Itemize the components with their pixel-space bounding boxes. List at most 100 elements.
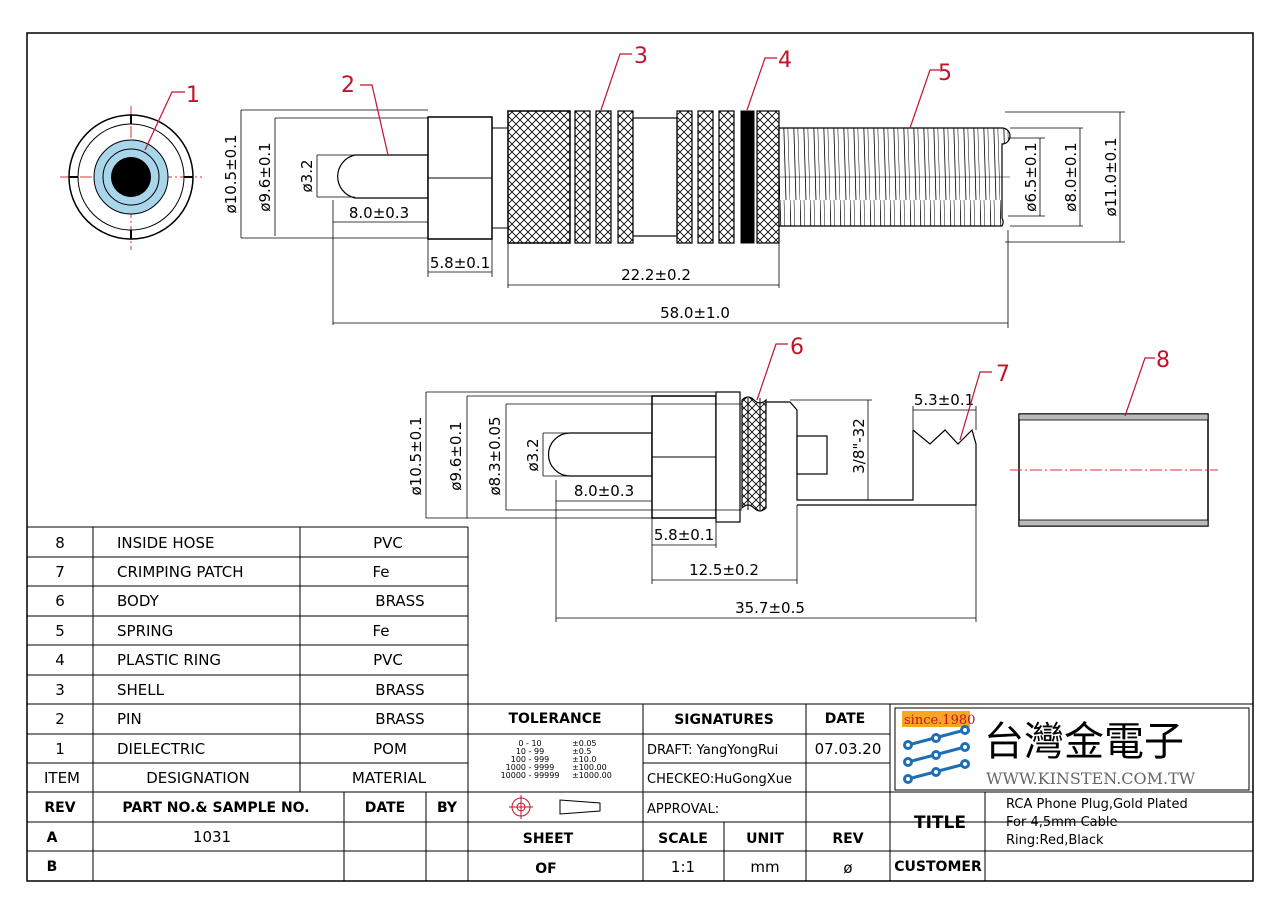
title-line-2: For 4,5mm Cable xyxy=(1006,815,1117,830)
bom-material: BRASS xyxy=(375,592,424,610)
customer-label: CUSTOMER xyxy=(894,859,982,875)
logo-mark xyxy=(903,725,970,784)
dim-thread: 3/8"-32 xyxy=(850,418,868,474)
shell-knurl-main xyxy=(507,110,571,244)
bom-header-material: MATERIAL xyxy=(352,769,427,787)
bom-designation: SPRING xyxy=(117,622,173,640)
dim-d110: ø11.0±0.1 xyxy=(1102,138,1120,217)
logo-chinese: 台灣金電子 xyxy=(984,719,1184,765)
bottom-view: ø10.5±0.1 ø9.6±0.1 ø8.3±0.05 ø3.2 8.0±0.… xyxy=(407,335,1218,622)
dim-d105-top: ø10.5±0.1 xyxy=(222,135,240,214)
tolerance-value: ±0.5 xyxy=(572,747,591,756)
scale-label: SCALE xyxy=(658,831,708,847)
title-line-3: Ring:Red,Black xyxy=(1006,833,1104,848)
bom-header-designation: DESIGNATION xyxy=(146,769,250,787)
dim-len580: 58.0±1.0 xyxy=(660,304,730,322)
bom-designation: PLASTIC RING xyxy=(117,651,221,669)
dim-d65: ø6.5±0.1 xyxy=(1022,142,1040,211)
bom-designation: INSIDE HOSE xyxy=(117,534,214,552)
rev-label: REV xyxy=(832,831,863,847)
bom-item: 1 xyxy=(55,740,65,758)
signatures-title: SIGNATURES xyxy=(674,712,774,728)
dim-len8-bottom: 8.0±0.3 xyxy=(574,482,634,500)
sheet-border xyxy=(26,32,1254,882)
bom-material: PVC xyxy=(373,651,403,669)
tolerance-table: 0 - 10 10 - 99 100 - 999 1000 - 9999 100… xyxy=(501,739,612,780)
dim-crimp: 5.3±0.1 xyxy=(914,391,974,409)
callout-2: 2 xyxy=(341,73,355,98)
sheet-label: SHEET xyxy=(523,831,574,847)
draft-date: 07.03.20 xyxy=(815,740,882,758)
unit-label: UNIT xyxy=(746,831,784,847)
dim-len58-bottom: 5.8±0.1 xyxy=(654,526,714,544)
bom-item: 4 xyxy=(55,651,65,669)
bom-item: 3 xyxy=(55,681,65,699)
rev-header-rev: REV xyxy=(44,800,75,816)
checked-signature: CHECKEO:HuGongXue xyxy=(647,772,792,787)
unit-value: mm xyxy=(750,858,779,876)
dim-d32-top: ø3.2 xyxy=(298,159,316,192)
bom-material: Fe xyxy=(372,563,389,581)
bom-material: BRASS xyxy=(375,681,424,699)
dim-d32-bottom: ø3.2 xyxy=(524,438,542,471)
tolerance-range: 100 - 999 xyxy=(511,755,550,764)
dim-d83: ø8.3±0.05 xyxy=(486,417,504,496)
dim-len357: 35.7±0.5 xyxy=(735,599,805,617)
dim-len222: 22.2±0.2 xyxy=(621,266,691,284)
date-title: DATE xyxy=(825,711,865,727)
pin xyxy=(337,154,429,199)
callout-5: 5 xyxy=(938,61,952,86)
rev-row-rev: B xyxy=(47,859,58,875)
thread xyxy=(741,396,767,512)
rev-row-part: 1031 xyxy=(193,828,231,846)
bom-material: PVC xyxy=(373,534,403,552)
tolerance-value: ±0.05 xyxy=(572,739,597,748)
bom-designation: DIELECTRIC xyxy=(117,740,205,758)
dim-len125: 12.5±0.2 xyxy=(689,561,759,579)
company-logo: since.1980 台灣金電子 WWW.KINSTEN.COM.TW xyxy=(894,707,1250,791)
bom-designation: SHELL xyxy=(117,681,165,699)
logo-since: since.1980 xyxy=(904,713,975,728)
tolerance-range: 10 - 99 xyxy=(516,747,544,756)
tolerance-value: ±100.00 xyxy=(572,763,607,772)
bom-material: POM xyxy=(373,740,407,758)
dim-d96-bottom: ø9.6±0.1 xyxy=(447,421,465,490)
title-block: TOLERANCE 0 - 10 10 - 99 100 - 999 1000 … xyxy=(468,703,1253,881)
approval-signature: APPROVAL: xyxy=(647,802,719,817)
top-view: ø10.5±0.1 ø9.6±0.1 ø3.2 8.0±0.3 5.8±0.1 … xyxy=(60,44,1125,328)
bom-designation: BODY xyxy=(117,592,160,610)
logo-website: WWW.KINSTEN.COM.TW xyxy=(986,769,1196,788)
title-label: TITLE xyxy=(914,813,966,833)
bom-designation: PIN xyxy=(117,710,142,728)
bom-item: 2 xyxy=(55,710,65,728)
rev-header-by: BY xyxy=(437,800,458,816)
bom-table: 8 INSIDE HOSE PVC 7 CRIMPING PATCH Fe 6 … xyxy=(27,526,1253,881)
callout-1: 1 xyxy=(186,83,200,108)
bom-item: 5 xyxy=(55,622,65,640)
bom-item: 7 xyxy=(55,563,65,581)
projection-symbol xyxy=(509,795,601,819)
tolerance-value: ±1000.00 xyxy=(572,771,612,780)
of-label: OF xyxy=(535,861,556,877)
rev-header-part: PART NO.& SAMPLE NO. xyxy=(122,800,309,816)
dim-len8-top: 8.0±0.3 xyxy=(349,204,409,222)
callout-7: 7 xyxy=(996,362,1010,387)
end-view xyxy=(60,106,202,250)
bom-header-item: ITEM xyxy=(44,769,80,787)
title-line-1: RCA Phone Plug,Gold Plated xyxy=(1006,797,1188,812)
callout-8: 8 xyxy=(1156,348,1170,373)
rev-header-date: DATE xyxy=(365,800,405,816)
bom-item: 8 xyxy=(55,534,65,552)
dim-d80: ø8.0±0.1 xyxy=(1062,142,1080,211)
bom-item: 6 xyxy=(55,592,65,610)
bom-material: BRASS xyxy=(375,710,424,728)
tolerance-value: ±10.0 xyxy=(572,755,597,764)
tolerance-title: TOLERANCE xyxy=(508,711,601,727)
tolerance-range: 10000 - 99999 xyxy=(501,771,560,780)
crimping-patch xyxy=(912,428,977,506)
revision-table: REV PART NO.& SAMPLE NO. DATE BY A 1031 … xyxy=(27,792,1253,881)
callout-3: 3 xyxy=(634,44,648,69)
scale-value: 1:1 xyxy=(671,858,695,876)
rev-row-rev: A xyxy=(47,830,58,846)
